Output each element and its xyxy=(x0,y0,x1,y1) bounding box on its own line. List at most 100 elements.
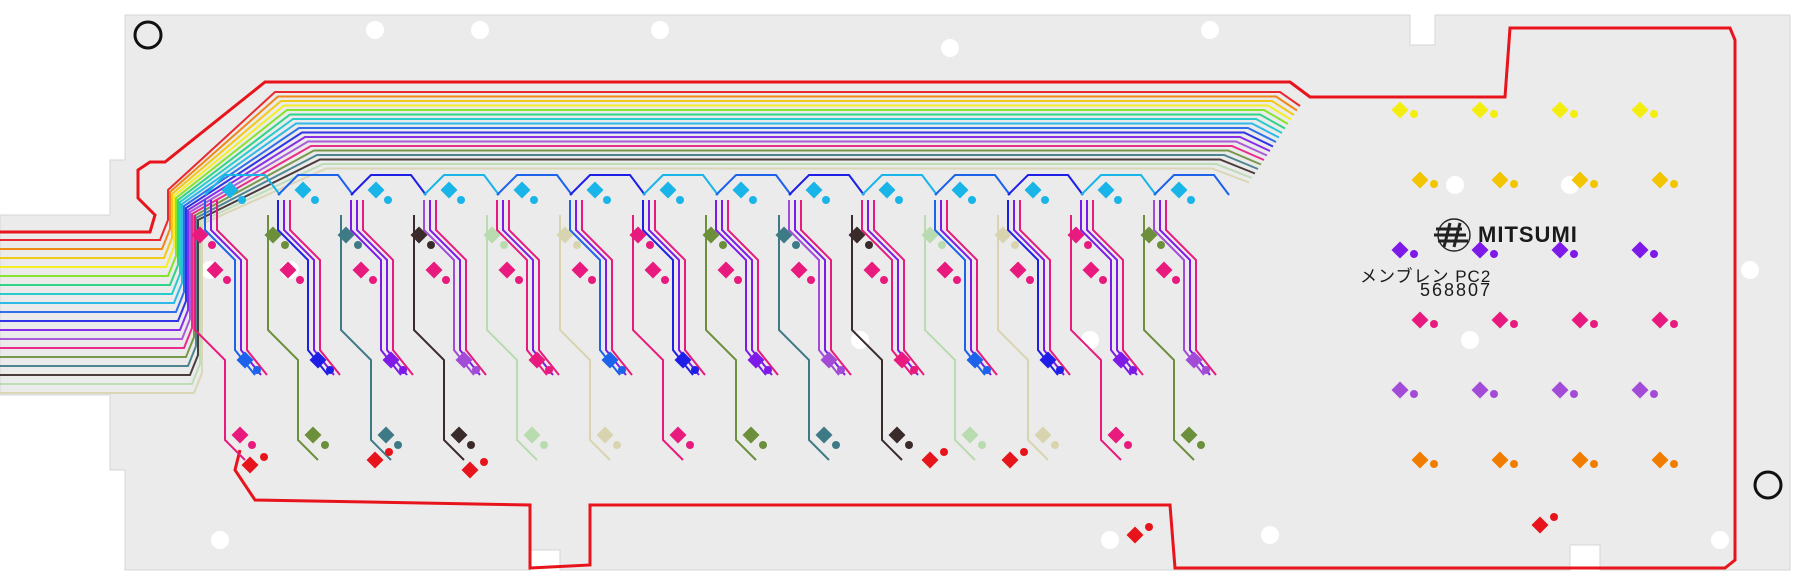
contact-pad xyxy=(528,351,546,369)
contact-pad xyxy=(966,351,984,369)
brand-name: MITSUMI xyxy=(1478,222,1578,247)
contact-pad xyxy=(206,261,224,279)
contact-dot xyxy=(1510,320,1518,328)
contact-dot xyxy=(905,441,913,449)
contact-pad xyxy=(878,181,896,199)
contact-pad xyxy=(921,451,939,469)
contact-pad xyxy=(483,226,501,244)
column-trace xyxy=(1070,215,1122,461)
contact-pad xyxy=(366,451,384,469)
contact-dot xyxy=(734,276,742,284)
contact-pad xyxy=(669,426,687,444)
contact-dot xyxy=(480,458,488,466)
contact-dot xyxy=(427,241,435,249)
contact-pad xyxy=(294,181,312,199)
outer-red-trace xyxy=(0,26,1737,570)
ribbon-trace xyxy=(0,109,1289,277)
contact-dot xyxy=(394,441,402,449)
ribbon-trace xyxy=(0,118,1283,295)
contact-pad xyxy=(717,261,735,279)
column-trace xyxy=(800,200,852,376)
contact-dot xyxy=(540,441,548,449)
column-trace xyxy=(508,200,560,376)
column-trace xyxy=(435,200,487,376)
contact-dot xyxy=(1020,448,1028,456)
contact-dot xyxy=(938,241,946,249)
ribbon-trace xyxy=(0,95,1298,250)
ribbon-trace xyxy=(0,127,1277,313)
contact-dot xyxy=(1590,320,1598,328)
column-trace xyxy=(924,215,976,461)
contact-pad xyxy=(352,261,370,279)
contact-dot xyxy=(281,241,289,249)
column-trace xyxy=(705,215,757,461)
ribbon-trace xyxy=(0,163,1253,385)
hole xyxy=(1261,526,1279,544)
contact-pad xyxy=(863,261,881,279)
contact-pad xyxy=(231,426,249,444)
contact-dot xyxy=(910,366,918,374)
ribbon-traces xyxy=(0,91,1301,394)
contact-dot xyxy=(369,276,377,284)
contact-dot xyxy=(1187,196,1195,204)
contact-dot xyxy=(1650,390,1658,398)
hole xyxy=(1101,531,1119,549)
contact-pad xyxy=(629,226,647,244)
ribbon-trace xyxy=(0,122,1280,304)
contact-dot xyxy=(385,448,393,456)
column-trace xyxy=(413,215,465,461)
contact-pad xyxy=(513,181,531,199)
column-trace xyxy=(362,200,414,376)
contact-dot xyxy=(1590,460,1598,468)
column-trace xyxy=(1019,200,1071,376)
row-bus xyxy=(569,174,646,196)
contact-dot xyxy=(1051,441,1059,449)
contact-dot xyxy=(260,453,268,461)
column-trace xyxy=(997,215,1049,461)
contact-pad xyxy=(221,181,239,199)
row-bus xyxy=(934,174,1011,196)
contact-pad xyxy=(450,426,468,444)
contact-dot xyxy=(208,241,216,249)
contact-pad xyxy=(367,181,385,199)
contact-dot xyxy=(1670,180,1678,188)
contact-pad xyxy=(236,351,254,369)
contact-dot xyxy=(384,196,392,204)
ribbon-trace xyxy=(0,140,1268,340)
contact-pad xyxy=(921,226,939,244)
hole xyxy=(211,531,229,549)
contact-dot xyxy=(691,366,699,374)
hole xyxy=(1201,21,1219,39)
contact-pad xyxy=(961,426,979,444)
contact-dot xyxy=(1157,241,1165,249)
column-trace xyxy=(559,215,611,461)
contact-pad xyxy=(382,351,400,369)
contact-dot xyxy=(1410,390,1418,398)
contact-dot xyxy=(1670,320,1678,328)
contact-pad xyxy=(805,181,823,199)
contact-dot xyxy=(764,366,772,374)
hole xyxy=(1461,331,1479,349)
row-bus xyxy=(1007,174,1084,196)
contact-dot xyxy=(588,276,596,284)
hole xyxy=(1741,261,1759,279)
column-trace xyxy=(873,200,925,376)
contact-pad xyxy=(264,226,282,244)
contact-dot xyxy=(613,441,621,449)
contact-dot xyxy=(1124,441,1132,449)
row-bus xyxy=(204,174,281,196)
column-trace xyxy=(267,215,319,461)
ribbon-trace xyxy=(0,167,1250,394)
contact-dot xyxy=(895,196,903,204)
contact-pad xyxy=(994,226,1012,244)
contact-dot xyxy=(837,366,845,374)
ribbon-trace xyxy=(0,113,1286,286)
column-trace xyxy=(486,215,538,461)
contact-dot xyxy=(880,276,888,284)
contact-pad xyxy=(1531,516,1549,534)
ribbon-trace xyxy=(0,131,1274,322)
contact-dot xyxy=(832,441,840,449)
contact-pad xyxy=(498,261,516,279)
contact-dot xyxy=(968,196,976,204)
contact-dot xyxy=(1172,276,1180,284)
